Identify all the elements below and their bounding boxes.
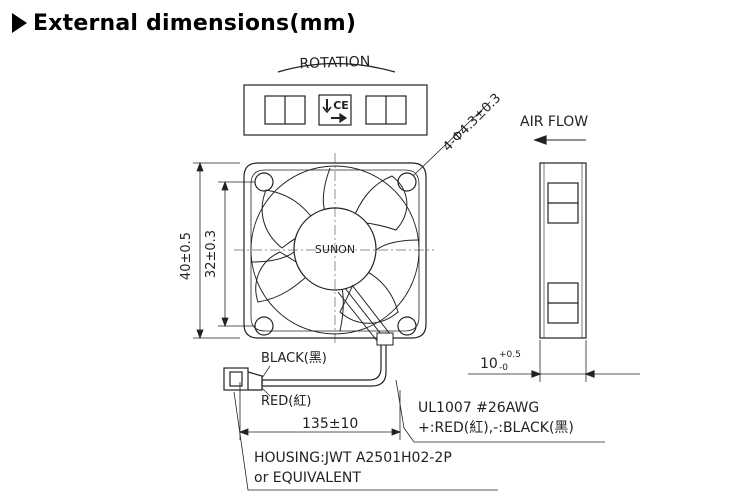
section-title: External dimensions(mm)	[33, 10, 357, 36]
outer-dimension: 40±0.5	[179, 232, 194, 280]
red-wire-label: RED(紅)	[261, 394, 311, 409]
connector-body	[247, 371, 263, 391]
lead-length: 135±10	[302, 416, 358, 432]
mounting-hole	[397, 316, 417, 336]
fan-frame	[243, 162, 427, 339]
rotation-label: ROTATION	[299, 54, 370, 72]
wire-spec: UL1007 #26AWG	[418, 400, 539, 416]
connector-face	[229, 371, 243, 387]
lead-length-dimension	[238, 382, 402, 440]
housing-leader	[233, 391, 498, 491]
black-wire-label: BLACK(黑)	[261, 351, 327, 366]
thickness-minus-tolerance: -0	[499, 363, 508, 373]
fan-frame-inner	[250, 169, 420, 332]
section-heading: External dimensions(mm)	[12, 6, 356, 40]
hole-dimension: 4-Φ4.3±0.3	[440, 91, 504, 155]
inner-dimension: 32±0.3	[204, 230, 219, 278]
ce-mark-icon: CE	[318, 94, 352, 126]
label-box	[243, 84, 428, 136]
air-flow-label: AIR FLOW	[520, 114, 588, 130]
thickness-plus-tolerance: +0.5	[499, 350, 521, 360]
hole-leader	[412, 101, 491, 177]
mounting-hole	[254, 172, 274, 192]
wire-polarity: +:RED(紅),-:BLACK(黑)	[418, 420, 574, 436]
lead-wires	[223, 345, 387, 397]
top-view: ROTATION CE	[243, 54, 428, 136]
arc-icon	[277, 62, 396, 73]
wire-exit	[337, 284, 394, 346]
arrow-left-icon	[533, 135, 586, 145]
side-frame	[539, 162, 587, 339]
connector-housing	[223, 367, 249, 391]
mounting-hole	[254, 316, 274, 336]
wire-spec-leader	[395, 379, 415, 443]
thickness-dimension: 10	[480, 356, 498, 372]
housing-equivalent: or EQUIVALENT	[254, 470, 361, 486]
svg-text:CE: CE	[333, 99, 349, 112]
side-view: AIR FLOW 10 +0.5 -0	[468, 114, 640, 382]
housing-spec: HOUSING:JWT A2501H02-2P	[254, 450, 452, 466]
height-dimensions	[193, 161, 255, 340]
triangle-right-icon	[12, 13, 27, 33]
front-view: SUNON 4-Φ4.3±0.3	[234, 91, 504, 346]
